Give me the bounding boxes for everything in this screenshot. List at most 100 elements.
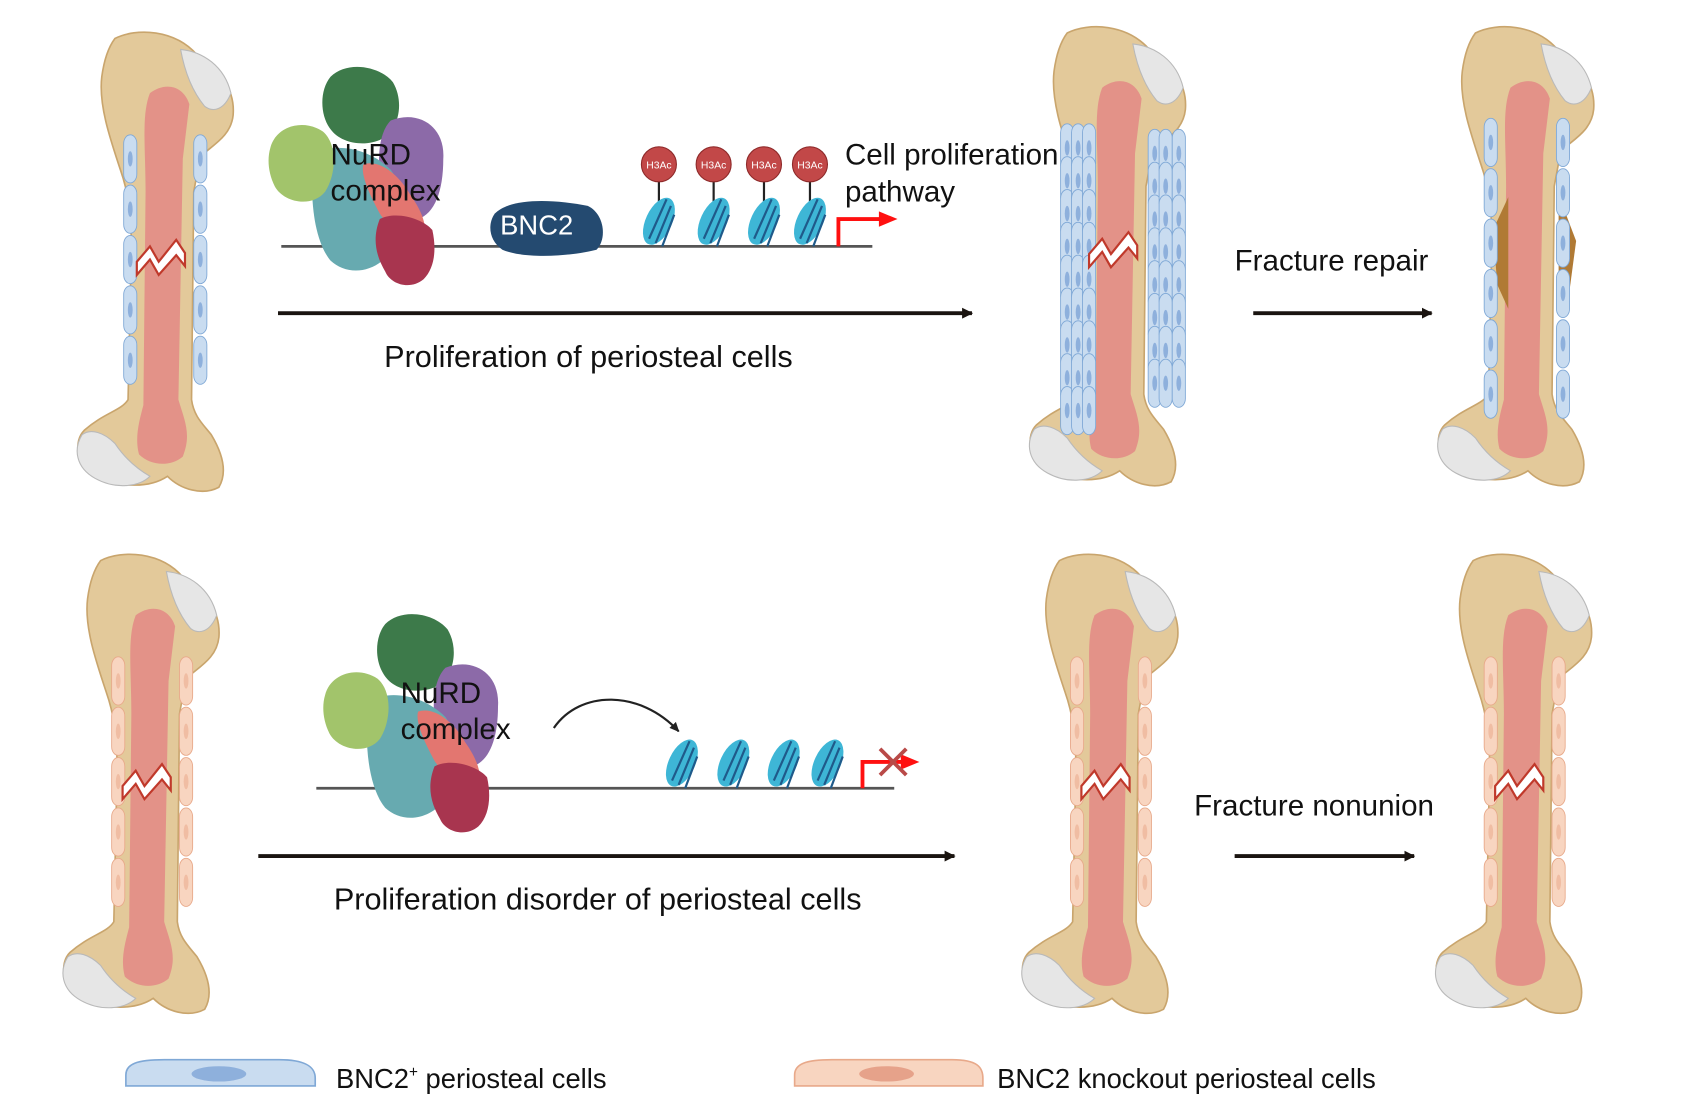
nucleosome-array-deacetylated [658,733,852,793]
bnc2-label: BNC2 [500,209,573,240]
h3ac-label: H3Ac [797,161,822,172]
promoter-active-arrow-icon [836,211,898,247]
complex-label-line1: NuRD [401,677,481,710]
periosteal-cell [193,134,208,184]
complex-label-line1: NuRD [331,138,411,171]
periosteal-cell [1483,656,1498,706]
outcome-label: Fracture nonunion [1194,790,1434,823]
nucleosome-icon [635,191,683,251]
periosteal-cell [178,757,194,807]
periosteal-cell [1483,168,1498,218]
periosteal-cell [178,706,194,756]
periosteal-cell [1069,656,1085,706]
periosteal-cell [1555,268,1571,319]
legend-label: BNC2 knockout periosteal cells [997,1063,1376,1094]
periosteal-cell [193,285,208,335]
process-caption: Proliferation disorder of periosteal cel… [334,883,862,917]
periosteal-cell [1551,706,1566,756]
periosteal-cell [123,184,138,234]
nucleosome-array-acetylated: H3Ac H3Ac H3Ac H3Ac [635,146,834,251]
periosteal-cell [1551,807,1566,857]
complex-label-line2: complex [401,713,511,746]
nucleosome: H3Ac [635,146,683,251]
legend-label: BNC2+ periosteal cells [336,1063,607,1094]
periosteal-cell [1483,706,1498,756]
periosteal-cell [123,134,138,184]
periosteal-cell [1555,319,1571,369]
periosteal-cell [1483,268,1498,319]
top-row: NuRD complex BNC2 H3Ac H3Ac H3Ac H3Ac Cell … [76,25,1595,493]
nucleosome-icon [709,733,757,793]
periosteal-cell [193,184,208,234]
h3ac-mark-icon [791,146,829,183]
pathway-label-line1: Cell proliferation [845,138,1058,171]
promoter-blocked-arrow-icon [860,747,920,789]
bone-nonunion [1434,553,1593,1015]
process-caption: Proliferation of periosteal cells [384,340,793,374]
periosteal-cell [1551,757,1566,807]
pathway-label-line2: pathway [845,176,955,209]
periosteal-cell [111,807,126,857]
nucleosome: H3Ac [786,146,834,251]
periosteal-cell [123,285,138,335]
nucleosome-icon [740,191,788,251]
nucleosome: H3Ac [740,146,788,251]
bottom-row: NuRD complex Proliferation disorder of p… [62,553,1593,1015]
h3ac-label: H3Ac [751,161,776,172]
bone-fractured-initial [76,31,235,493]
complex-label-line2: complex [331,174,441,207]
periosteal-cell [123,335,138,385]
periosteal-cell [1137,807,1152,857]
bone-unhealed [1020,553,1179,1015]
periosteal-cell [1483,218,1498,268]
periosteal-cell [123,234,138,285]
periosteal-cell [1137,857,1152,907]
periosteal-cell [111,857,126,907]
bone-proliferating [1028,25,1187,487]
nurd-complex-graphic [316,614,895,833]
periosteal-cell [178,656,194,706]
periosteal-cell [1069,706,1085,756]
bone-fractured-knockout [62,553,220,1015]
periosteal-cell [178,857,194,907]
periosteal-cell [193,234,208,285]
periosteal-cell [1555,369,1571,419]
periosteal-cell [1137,757,1152,807]
bnc2-protein [490,201,603,256]
periosteal-cell [1137,706,1152,756]
periosteal-cell [1069,807,1085,857]
periosteal-cell [111,656,126,706]
h3ac-label: H3Ac [701,161,726,172]
curved-arrow-icon [552,698,680,733]
periosteal-cell [178,807,194,857]
periosteal-cell [1551,656,1566,706]
bone-repaired [1436,25,1595,487]
periosteal-cell [1555,117,1571,168]
nucleosome-icon [689,191,738,251]
block-x-icon [878,747,908,777]
h3ac-label: H3Ac [646,161,671,172]
nucleus-icon [191,1066,247,1082]
h3ac-mark-icon [695,146,732,183]
periosteal-cell [1555,218,1571,268]
h3ac-mark-icon [640,146,677,183]
periosteal-cell [1483,807,1498,857]
periosteal-cell [1069,857,1085,907]
legend-item-bnc2-knockout: BNC2 knockout periosteal cells [793,1058,1376,1094]
periosteal-cell [1158,358,1173,408]
nucleosome-icon [658,733,706,793]
periosteal-cell [1483,319,1498,369]
periosteal-cell [1551,857,1566,907]
legend-item-bnc2-positive: BNC2+ periosteal cells [125,1058,607,1094]
periosteal-cell [111,706,126,756]
periosteal-cell [1081,385,1097,436]
nucleus-icon [859,1066,914,1082]
periosteal-cell [1137,656,1152,706]
nucleosome-icon [786,191,834,251]
periosteal-cell [1483,369,1498,419]
nucleosome: H3Ac [689,146,738,251]
periosteal-cell [193,335,208,385]
periosteal-cell [1555,168,1571,218]
